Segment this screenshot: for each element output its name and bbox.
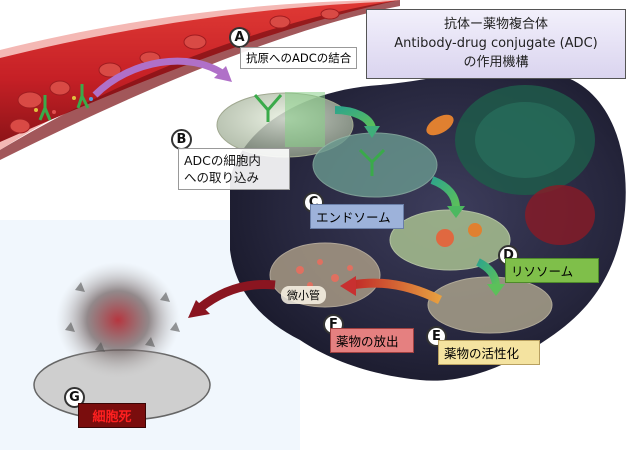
step-d-label: リソソーム bbox=[505, 258, 599, 283]
antigen bbox=[285, 92, 325, 147]
title-line-3: の作用機構 bbox=[367, 53, 625, 72]
step-e-label: 薬物の活性化 bbox=[438, 340, 540, 365]
lysosome-particle bbox=[436, 229, 454, 247]
step-b-label-line-1: ADCの細胞内 bbox=[184, 152, 284, 169]
golgi bbox=[525, 185, 595, 245]
step-b-label: ADCの細胞内 への取り込み bbox=[178, 148, 290, 190]
endosome bbox=[313, 133, 437, 197]
microtubule-label: 微小管 bbox=[281, 286, 326, 304]
dying-cell bbox=[56, 262, 180, 378]
step-a-label: 抗原へのADCの結合 bbox=[240, 47, 357, 69]
step-c-label: エンドソーム bbox=[310, 204, 404, 229]
step-g-label: 細胞死 bbox=[78, 403, 146, 428]
step-b-label-line-2: への取り込み bbox=[184, 169, 284, 186]
nucleus-inner bbox=[475, 102, 575, 178]
step-b-marker: B bbox=[171, 129, 192, 150]
step-a-marker: A bbox=[229, 27, 250, 48]
title-line-1: 抗体ー薬物複合体 bbox=[367, 15, 625, 34]
lysosome-particle-2 bbox=[468, 223, 482, 237]
title-box: 抗体ー薬物複合体 Antibody-drug conjugate (ADC) の… bbox=[366, 9, 626, 79]
step-f-label: 薬物の放出 bbox=[330, 328, 414, 353]
title-line-2: Antibody-drug conjugate (ADC) bbox=[367, 34, 625, 53]
